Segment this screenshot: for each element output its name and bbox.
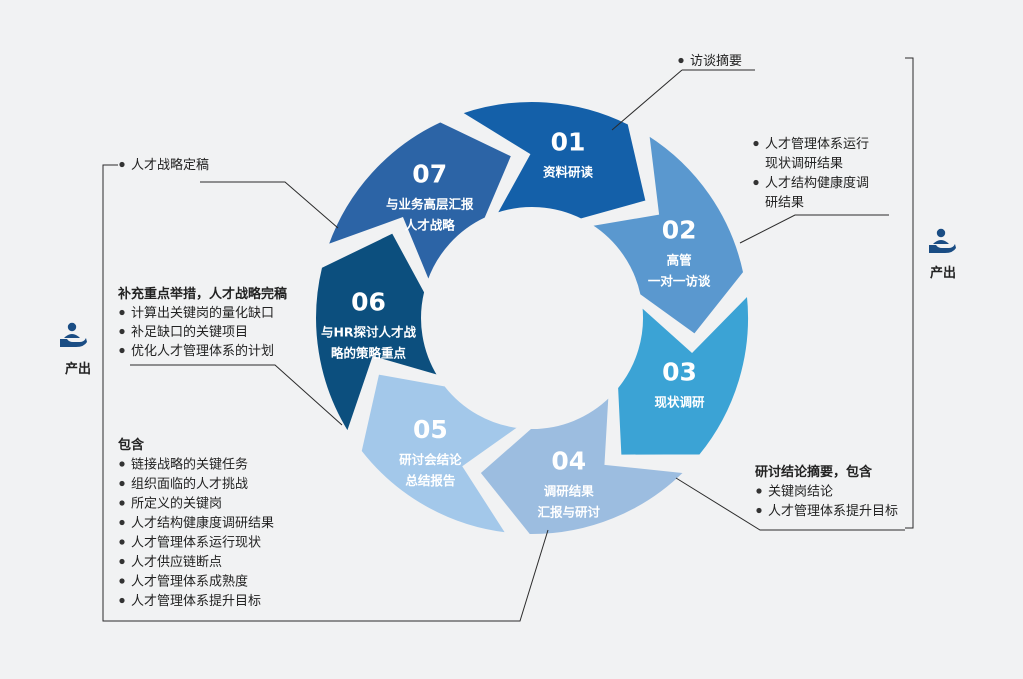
annotation-item: 关键岗结论 bbox=[768, 485, 833, 500]
leader-line-4 bbox=[200, 181, 339, 229]
segment-label: 研讨会结论 bbox=[399, 452, 462, 467]
annotation-item: 计算出关键岗的量化缺口 bbox=[131, 305, 274, 321]
segment-label: 现状调研 bbox=[654, 395, 705, 410]
leader-line-5 bbox=[130, 364, 343, 426]
annotation-strategy: 人才战略定稿 bbox=[119, 157, 209, 173]
annotation-item: 人才管理体系提升目标 bbox=[768, 503, 898, 519]
segment-01-text: 01 资料研读 bbox=[543, 128, 594, 180]
bullet-dot bbox=[119, 309, 125, 316]
bullet-dot bbox=[119, 480, 125, 487]
annotation-item: 链接战略的关键任务 bbox=[131, 457, 248, 473]
bullet-dot bbox=[678, 57, 684, 64]
annotation-item: 补足缺口的关键项目 bbox=[131, 324, 248, 340]
segment-02 bbox=[588, 132, 746, 337]
output-label-right: 产出 bbox=[930, 265, 956, 281]
segment-05 bbox=[359, 372, 522, 535]
segment-label: 汇报与研讨 bbox=[538, 504, 601, 519]
segment-label: 资料研读 bbox=[543, 165, 594, 180]
bullet-dot bbox=[753, 179, 759, 186]
output-left: 产出 bbox=[60, 164, 118, 622]
bullet-dot bbox=[119, 461, 125, 467]
annotation-item: 人才管理体系运行现状调研结果 bbox=[765, 137, 869, 172]
bullet-dot bbox=[119, 519, 125, 526]
bullet-dot bbox=[119, 558, 125, 565]
person-hand-icon bbox=[929, 228, 956, 253]
segment-number: 04 bbox=[551, 446, 586, 475]
bullet-dot bbox=[756, 488, 762, 494]
segment-label: 总结报告 bbox=[405, 473, 456, 488]
bullet-dot bbox=[119, 328, 125, 335]
segment-number: 05 bbox=[413, 415, 448, 444]
annotation-item: 人才结构健康度调研结果 bbox=[131, 515, 274, 531]
annotation-interview: 访谈摘要 bbox=[678, 53, 742, 69]
segment-04 bbox=[478, 393, 687, 537]
output-right: 产出 bbox=[905, 57, 956, 529]
leader-line-6 bbox=[118, 529, 549, 622]
segment-label: 与HR探讨人才战 bbox=[321, 324, 417, 339]
annotation-item: 所定义的关键岗 bbox=[131, 496, 222, 512]
bullet-dot bbox=[753, 140, 759, 147]
segment-number: 06 bbox=[351, 287, 386, 316]
leader-line-1 bbox=[611, 69, 755, 131]
right-bracket bbox=[905, 57, 914, 529]
segment-07 bbox=[325, 120, 514, 284]
segment-label: 人才战略 bbox=[405, 217, 456, 232]
left-bracket bbox=[102, 164, 118, 622]
annotation-item: 人才供应链断点 bbox=[131, 554, 222, 570]
bullet-dot bbox=[119, 539, 125, 545]
segment-number: 02 bbox=[662, 216, 697, 245]
bullet-dot bbox=[119, 597, 125, 604]
segment-number: 03 bbox=[662, 358, 697, 387]
annotation-item: 人才管理体系运行现状 bbox=[131, 536, 261, 551]
leader-line-2 bbox=[739, 214, 889, 244]
bullet-dot bbox=[119, 347, 125, 354]
annotation-supplement: 补充重点举措，人才战略完稿计算出关键岗的量化缺口补足缺口的关键项目优化人才管理体… bbox=[117, 286, 287, 359]
annotation-item: 优化人才管理体系的计划 bbox=[131, 343, 274, 359]
person-hand-icon bbox=[60, 322, 87, 347]
annotation-item: 人才结构健康度调研结果 bbox=[765, 175, 869, 211]
annotation-contains: 包含链接战略的关键任务组织面临的人才挑战所定义的关键岗人才结构健康度调研结果人才… bbox=[118, 437, 274, 609]
annotation-title: 研讨结论摘要，包含 bbox=[755, 464, 873, 480]
annotation-title: 补充重点举措，人才战略完稿 bbox=[117, 286, 287, 302]
segment-06 bbox=[314, 231, 441, 435]
output-label-left: 产出 bbox=[65, 361, 91, 377]
segment-number: 01 bbox=[551, 128, 586, 157]
segment-label: 调研结果 bbox=[544, 483, 595, 498]
annotation-item: 人才战略定稿 bbox=[131, 157, 209, 173]
segment-number: 07 bbox=[412, 159, 447, 188]
segment-label: 高管 bbox=[667, 253, 692, 268]
annotation-item: 组织面临的人才挑战 bbox=[131, 476, 248, 492]
bullet-dot bbox=[119, 578, 125, 584]
annotations: 访谈摘要人才管理体系运行现状调研结果人才结构健康度调研结果研讨结论摘要，包含关键… bbox=[117, 53, 898, 609]
segment-label: 与业务高层汇报 bbox=[386, 196, 474, 211]
annotation-item: 访谈摘要 bbox=[690, 53, 742, 69]
segment-03 bbox=[616, 292, 751, 457]
segment-01 bbox=[459, 100, 648, 221]
segment-03-text: 03 现状调研 bbox=[654, 358, 705, 410]
annotation-title: 包含 bbox=[118, 437, 145, 453]
segment-label: 一对一访谈 bbox=[648, 274, 711, 289]
bullet-dot bbox=[119, 500, 125, 506]
bullet-dot bbox=[756, 507, 762, 514]
leader-lines bbox=[118, 69, 905, 622]
annotation-item: 人才管理体系成熟度 bbox=[131, 574, 248, 590]
segment-label: 略的策略重点 bbox=[331, 345, 407, 360]
bullet-dot bbox=[119, 161, 125, 168]
leader-line-3 bbox=[675, 477, 905, 531]
annotation-item: 人才管理体系提升目标 bbox=[131, 593, 261, 609]
